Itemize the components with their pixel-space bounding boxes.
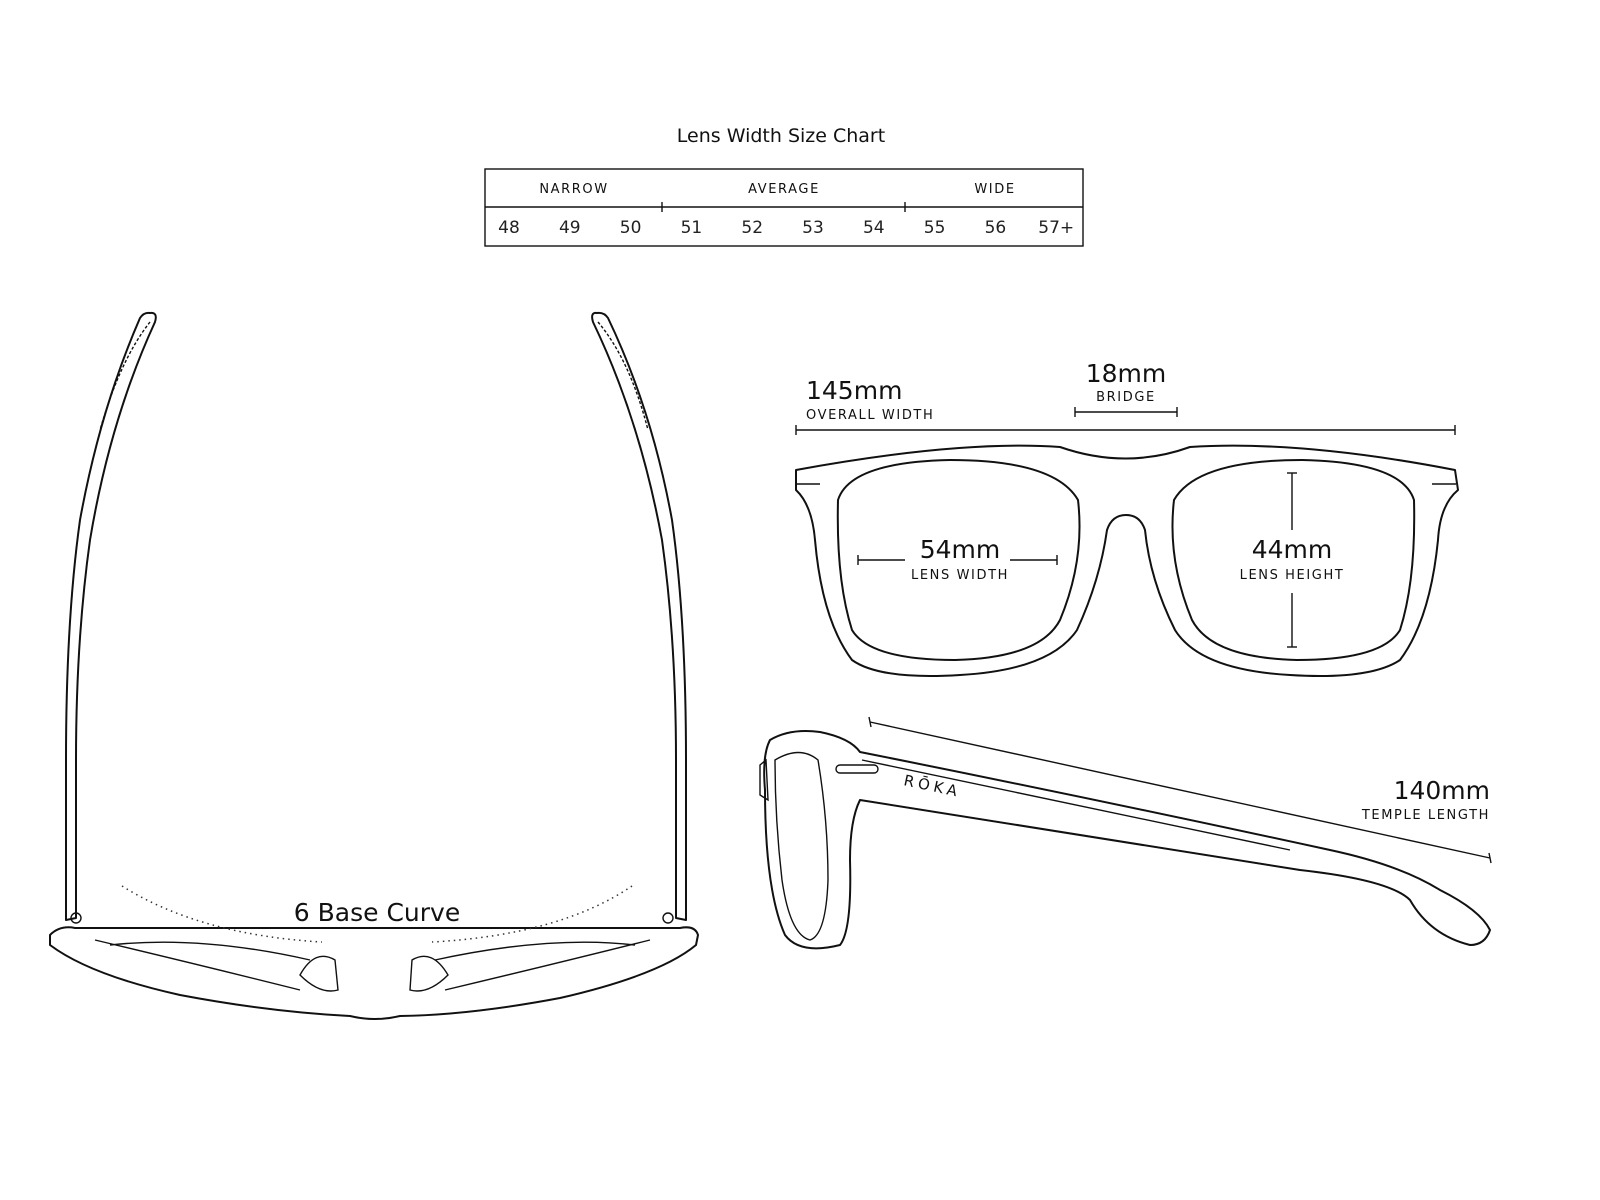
right-hinge: [662, 912, 674, 924]
side-frame-and-temple: [763, 730, 1491, 950]
lens-width-size-chart: Lens Width Size Chart NARROW AVERAGE WID…: [484, 125, 1084, 247]
bridge-label: BRIDGE: [1096, 390, 1156, 405]
top-view-glasses: 6 Base Curve: [49, 311, 699, 1020]
temple-length-dimension-line: [869, 721, 1491, 859]
bridge-value: 18mm: [1086, 359, 1167, 388]
side-view-glasses: RŌKA 140mm TEMPLE LENGTH: [759, 716, 1492, 950]
lens-width-value: 54mm: [920, 535, 1001, 564]
nose-pads: [299, 955, 449, 992]
size-cell: 51: [681, 218, 703, 238]
size-cell: 50: [620, 218, 642, 238]
front-frame-top: [49, 926, 699, 1020]
lens-height-value: 44mm: [1252, 535, 1333, 564]
lens-edge-lines: [94, 939, 651, 991]
group-average: AVERAGE: [748, 182, 820, 197]
right-lens: [1171, 459, 1416, 661]
size-cell: 54: [863, 218, 885, 238]
front-view-glasses: 145mm OVERALL WIDTH 18mm BRIDGE 54mm LEN…: [795, 359, 1459, 677]
overall-width-value: 145mm: [806, 376, 902, 405]
group-narrow: NARROW: [539, 182, 608, 197]
curve-indicator-right: [431, 885, 633, 943]
base-curve-label: 6 Base Curve: [294, 898, 460, 927]
size-cell: 56: [985, 218, 1007, 238]
lens-width-label: LENS WIDTH: [911, 568, 1009, 583]
size-cell: 48: [498, 218, 520, 238]
curve-indicator-left: [121, 885, 323, 943]
temple-length-label: TEMPLE LENGTH: [1361, 808, 1490, 823]
size-cell: 52: [741, 218, 763, 238]
temple-length-value: 140mm: [1394, 776, 1490, 805]
size-cell: 57+: [1038, 218, 1074, 238]
size-cell: 55: [924, 218, 946, 238]
lens-height-label: LENS HEIGHT: [1240, 568, 1345, 583]
front-frame: [795, 444, 1459, 677]
overall-width-label: OVERALL WIDTH: [806, 408, 934, 423]
side-details: [759, 758, 1291, 851]
size-cell: 49: [559, 218, 581, 238]
left-hinge: [70, 912, 82, 924]
side-hinge-pin: [835, 764, 879, 774]
right-temple: [591, 311, 687, 921]
size-cell: 53: [802, 218, 824, 238]
group-wide: WIDE: [974, 182, 1015, 197]
left-temple: [65, 311, 157, 921]
left-lens: [836, 459, 1081, 661]
temple-grip-texture: [99, 321, 649, 431]
size-chart-title: Lens Width Size Chart: [677, 125, 885, 147]
side-lens-edge: [774, 751, 829, 941]
